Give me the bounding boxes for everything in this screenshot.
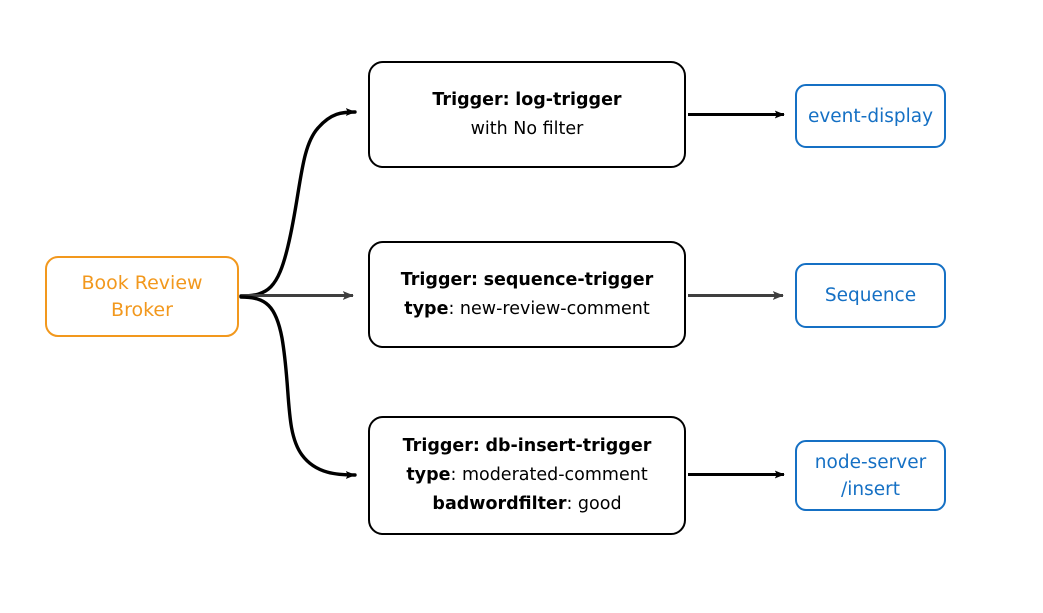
trigger-db-insert-trigger-title-value: db-insert-trigger (485, 436, 652, 456)
trigger-db-insert-trigger-line-1: type: moderated-comment (406, 461, 647, 490)
node-book-review-broker[interactable]: Book Review Broker (45, 256, 239, 337)
trigger-db-insert-trigger-line-1-key: type (406, 465, 451, 485)
trigger-db-insert-trigger-line-2-key: badwordfilter (432, 494, 567, 514)
trigger-sequence-trigger-title-key: Trigger: (400, 269, 478, 290)
node-target-event-display[interactable]: event-display (795, 84, 946, 148)
trigger-log-trigger-title: Trigger: log-trigger (432, 86, 621, 115)
broker-label-line1: Book Review (81, 271, 203, 294)
trigger-log-trigger-title-key: Trigger: (432, 89, 510, 110)
broker-label-line2: Broker (111, 298, 173, 321)
edge-broker-to-log-trigger (239, 108, 357, 298)
node-target-node-server-insert[interactable]: node-server /insert (795, 440, 946, 511)
trigger-log-trigger-title-value: log-trigger (515, 89, 622, 110)
target-event-display-label: event-display (807, 105, 934, 127)
edge-broker-to-db-insert-trigger (239, 295, 357, 479)
trigger-log-trigger-line-1-value: with No filter (470, 118, 584, 139)
node-target-sequence[interactable]: Sequence (795, 263, 946, 328)
trigger-sequence-trigger-line-1-key: type (404, 298, 449, 319)
target-node-server-label-line1: node-server (814, 451, 927, 473)
trigger-sequence-trigger-line-1: type: new-review-comment (404, 295, 649, 324)
trigger-sequence-trigger-title-value: sequence-trigger (483, 269, 654, 290)
node-trigger-db-insert-trigger[interactable]: Trigger: db-insert-trigger type: moderat… (368, 416, 686, 535)
trigger-log-trigger-line-1: with No filter (471, 115, 584, 144)
node-trigger-log-trigger[interactable]: Trigger: log-trigger with No filter (368, 61, 686, 168)
trigger-db-insert-trigger-title: Trigger: db-insert-trigger (403, 432, 652, 461)
trigger-db-insert-trigger-title-key: Trigger: (402, 436, 480, 456)
trigger-db-insert-trigger-line-1-value: : moderated-comment (450, 465, 648, 485)
node-trigger-sequence-trigger[interactable]: Trigger: sequence-trigger type: new-revi… (368, 241, 686, 348)
trigger-sequence-trigger-line-1-value: : new-review-comment (448, 298, 650, 319)
trigger-db-insert-trigger-line-2-value: : good (566, 494, 622, 514)
target-node-server-label-line2: /insert (841, 478, 900, 500)
target-sequence-label: Sequence (824, 285, 917, 306)
trigger-db-insert-trigger-line-2: badwordfilter: good (432, 490, 621, 519)
trigger-sequence-trigger-title: Trigger: sequence-trigger (401, 266, 653, 295)
